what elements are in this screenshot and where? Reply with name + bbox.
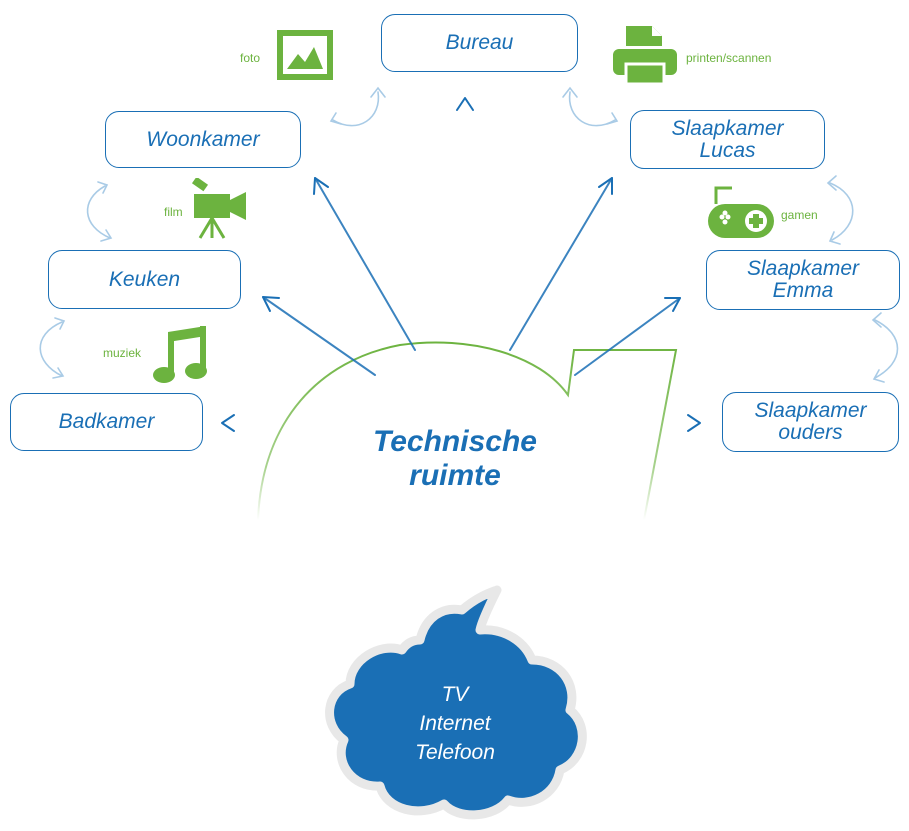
room-badkamer: Badkamer [10,393,203,451]
room-woonkamer-label: Woonkamer [146,127,260,151]
room-emma-line1: Slaapkamer [746,257,860,280]
service-cloud [325,585,587,820]
room-lucas-line2: Lucas [699,138,756,162]
room-bureau-label: Bureau [445,31,514,54]
room-ouders-line2: ouders [778,421,843,444]
arrow-badkamer [221,414,326,432]
printer-icon [613,26,677,86]
room-slaapkamer-ouders: Slaapkamer ouders [722,392,899,452]
exchange-emma-ouders [871,312,899,383]
photo-icon [277,30,333,80]
room-lucas-line1: Slaapkamer [671,116,784,140]
label-muziek: muziek [103,346,142,360]
cloud-line-tv: TV [441,683,469,706]
label-printen-scannen: printen/scannen [686,51,772,65]
technical-room-title: Technische ruimte [330,425,580,493]
exchange-woonkamer-keuken [86,181,113,242]
exchange-woonkamer-bureau [329,86,386,127]
room-emma-line2: Emma [772,279,834,302]
arrows [221,97,701,432]
room-bureau: Bureau [381,14,578,72]
exchange-keuken-badkamer [39,317,66,379]
arrow-ouders [599,414,701,432]
cloud-line-internet: Internet [419,712,491,735]
technical-room-outline [257,341,678,521]
exchange-arrows [39,86,899,383]
room-slaapkamer-emma: Slaapkamer Emma [706,250,900,310]
cloud-line-telefoon: Telefoon [415,741,495,764]
label-foto: foto [240,51,261,65]
room-badkamer-label: Badkamer [58,410,155,433]
arrow-lucas [509,177,613,351]
label-gamen: gamen [781,208,818,222]
label-film: film [164,205,183,219]
camera-icon [191,178,246,239]
arrow-woonkamer [313,177,416,351]
arrow-bureau [456,97,474,341]
room-ouders-line1: Slaapkamer [754,399,867,422]
hub-line2: ruimte [409,459,501,492]
exchange-bureau-lucas [562,86,619,127]
cloud-text: TV Internet Telefoon [375,680,535,767]
music-note-icon [153,326,207,383]
room-keuken: Keuken [48,250,241,309]
hub-line1: Technische [373,425,537,458]
arrow-emma [574,297,681,376]
room-woonkamer: Woonkamer [105,111,301,168]
gamepad-icon [708,186,774,238]
exchange-lucas-emma [826,175,854,245]
room-keuken-label: Keuken [108,267,181,291]
arrow-keuken [262,296,376,376]
room-slaapkamer-lucas: Slaapkamer Lucas [630,110,825,169]
